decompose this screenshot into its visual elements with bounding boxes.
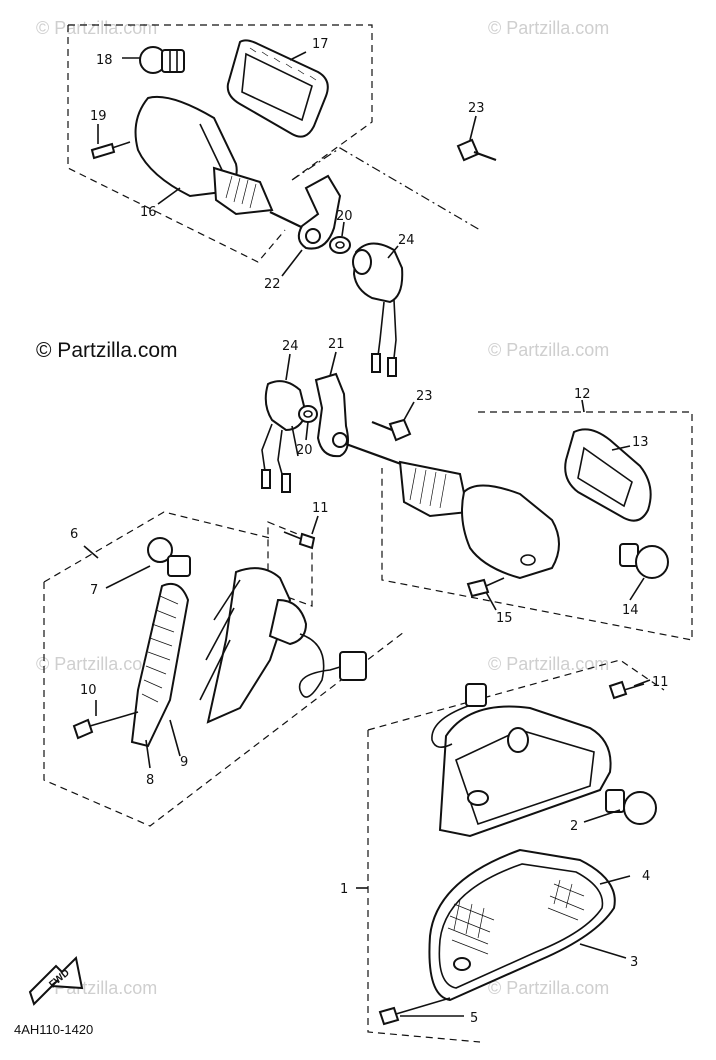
label-part-21: 21 — [328, 337, 345, 352]
washer-20-upper — [329, 236, 351, 254]
label-part-23-lower: 23 — [416, 389, 433, 404]
watermark-lower-right: © Partzilla.com — [488, 654, 609, 674]
group-box-1 — [367, 659, 665, 1043]
label-part-19: 19 — [90, 109, 107, 124]
label-part-23-upper: 23 — [468, 101, 485, 116]
label-part-8: 8 — [146, 773, 154, 788]
screw-5 — [378, 997, 451, 1026]
label-part-5: 5 — [470, 1011, 478, 1026]
watermark-center-left: © Partzilla.com — [36, 339, 178, 362]
bracket-22 — [297, 174, 342, 250]
assembly-12 — [261, 372, 693, 641]
screw-19 — [90, 141, 131, 160]
bulb-2 — [605, 789, 657, 825]
label-part-1: 1 — [340, 882, 348, 897]
label-part-6: 6 — [70, 527, 78, 542]
label-part-18: 18 — [96, 53, 113, 68]
label-part-7: 7 — [90, 583, 98, 598]
label-part-9: 9 — [180, 755, 188, 770]
leader-lines — [83, 51, 651, 1017]
lens-17 — [226, 39, 329, 138]
label-part-16: 16 — [140, 205, 157, 220]
group-box-16 — [67, 24, 373, 263]
watermarks: © Partzilla.com © Partzilla.com © Partzi… — [36, 18, 609, 998]
label-part-4: 4 — [642, 869, 650, 884]
watermark-top-left: © Partzilla.com — [36, 18, 157, 38]
label-part-15: 15 — [496, 611, 513, 626]
bracket-21 — [314, 372, 349, 458]
inset-box-11 — [267, 521, 313, 607]
bolt-23-upper — [456, 138, 497, 162]
label-part-11-right: 11 — [652, 675, 669, 690]
screw-11-left — [283, 531, 316, 550]
bulb-18 — [139, 46, 185, 74]
housing-16 — [134, 95, 321, 237]
fwd-arrow-icon: FWD — [28, 955, 84, 1006]
label-part-14: 14 — [622, 603, 639, 618]
part-labels: 18 17 19 16 22 20 24 23 21 24 23 20 12 1… — [70, 37, 669, 1026]
label-part-2: 2 — [570, 819, 578, 834]
label-part-12: 12 — [574, 387, 591, 402]
label-part-24-lower: 24 — [282, 339, 299, 354]
assembly-16 — [67, 24, 497, 377]
bulb-7 — [147, 537, 191, 577]
group-box-12 — [381, 411, 693, 641]
bulb-14 — [619, 543, 669, 579]
label-part-3: 3 — [630, 955, 638, 970]
screw-11-right — [608, 680, 645, 700]
label-part-13: 13 — [632, 435, 649, 450]
watermark-bottom-right: © Partzilla.com — [488, 978, 609, 998]
lens-3 — [428, 848, 616, 1002]
socket-24-upper — [352, 242, 404, 377]
washer-20-lower — [298, 405, 318, 423]
screw-10 — [72, 711, 139, 740]
screw-15 — [466, 577, 505, 598]
label-part-22: 22 — [264, 277, 281, 292]
diagram-code: 4AH110-1420 — [14, 1022, 93, 1037]
lens-8 — [130, 582, 190, 748]
lens-13 — [564, 428, 652, 522]
watermark-top-right: © Partzilla.com — [488, 18, 609, 38]
group-box-6 — [43, 511, 405, 827]
housing-1 — [431, 683, 612, 838]
housing-9 — [199, 567, 367, 724]
label-part-10: 10 — [80, 683, 97, 698]
bolt-23-lower — [371, 418, 412, 442]
label-part-20-upper: 20 — [336, 209, 353, 224]
assembly-1 — [367, 659, 665, 1043]
label-part-11-left: 11 — [312, 501, 329, 516]
socket-24-lower — [261, 380, 308, 493]
label-part-17: 17 — [312, 37, 329, 52]
label-part-24-upper: 24 — [398, 233, 415, 248]
assembly-6 — [43, 511, 405, 827]
watermark-center-right: © Partzilla.com — [488, 340, 609, 360]
housing-12 — [398, 460, 560, 580]
label-part-20-lower: 20 — [296, 443, 313, 458]
centerline-16 — [291, 147, 481, 231]
watermark-lower-left: © Partzilla.com — [36, 654, 157, 674]
